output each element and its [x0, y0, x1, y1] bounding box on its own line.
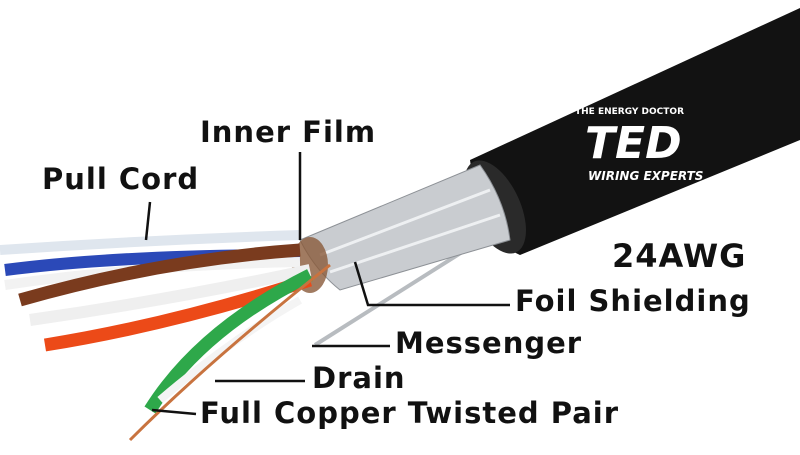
- label-foil-shielding: Foil Shielding: [515, 284, 751, 318]
- label-inner-film: Inner Film: [200, 115, 377, 149]
- logo-subtitle: WIRING EXPERTS: [588, 169, 704, 183]
- leader-foil: [353, 261, 510, 307]
- pull-cord: [0, 230, 301, 255]
- leader-twisted-pair: [151, 408, 197, 416]
- label-messenger: Messenger: [395, 326, 583, 360]
- foil-highlight: [319, 188, 501, 274]
- leader-lines: [144, 152, 510, 416]
- outer-jacket: [470, 8, 800, 255]
- label-gauge: 24AWG: [612, 237, 747, 275]
- label-pull-cord: Pull Cord: [42, 162, 200, 196]
- leader-pull-cord: [144, 201, 152, 241]
- label-twisted-pair: Full Copper Twisted Pair: [200, 396, 620, 430]
- logo-tagline: THE ENERGY DOCTOR: [575, 107, 684, 117]
- green-pair: [144, 269, 313, 414]
- logo-brand: TED: [585, 118, 682, 169]
- white-green-wire: [157, 296, 302, 404]
- white-wire-2: [29, 264, 312, 326]
- label-drain: Drain: [312, 361, 406, 395]
- drain-wire: [128, 263, 331, 442]
- brown-pair: [18, 243, 301, 307]
